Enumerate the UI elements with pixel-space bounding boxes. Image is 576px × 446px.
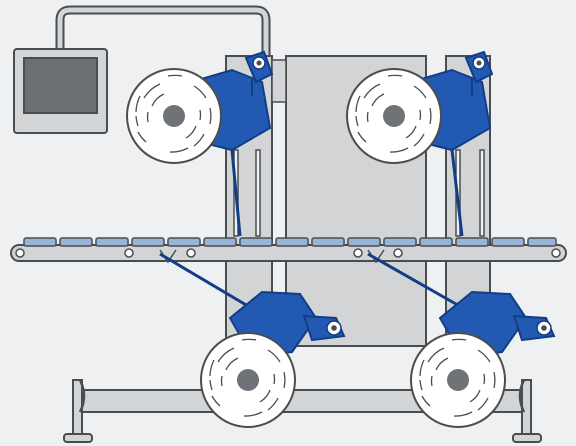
bottom-right-tape-reel-icon — [410, 332, 506, 428]
bottom-right-tape-path — [367, 252, 471, 314]
top-left-applicator — [196, 50, 274, 237]
bottom-left-tape-reel-icon — [200, 332, 296, 428]
top-left-tape-reel-icon — [126, 68, 222, 164]
bottom-left-tape-path — [159, 252, 259, 314]
top-right-tape-reel-icon — [346, 68, 442, 164]
control-panel-monitor-icon — [13, 48, 108, 134]
conveyor-roller-icons — [15, 248, 561, 258]
conveyor — [10, 237, 567, 264]
conveyor-plates — [23, 237, 557, 247]
